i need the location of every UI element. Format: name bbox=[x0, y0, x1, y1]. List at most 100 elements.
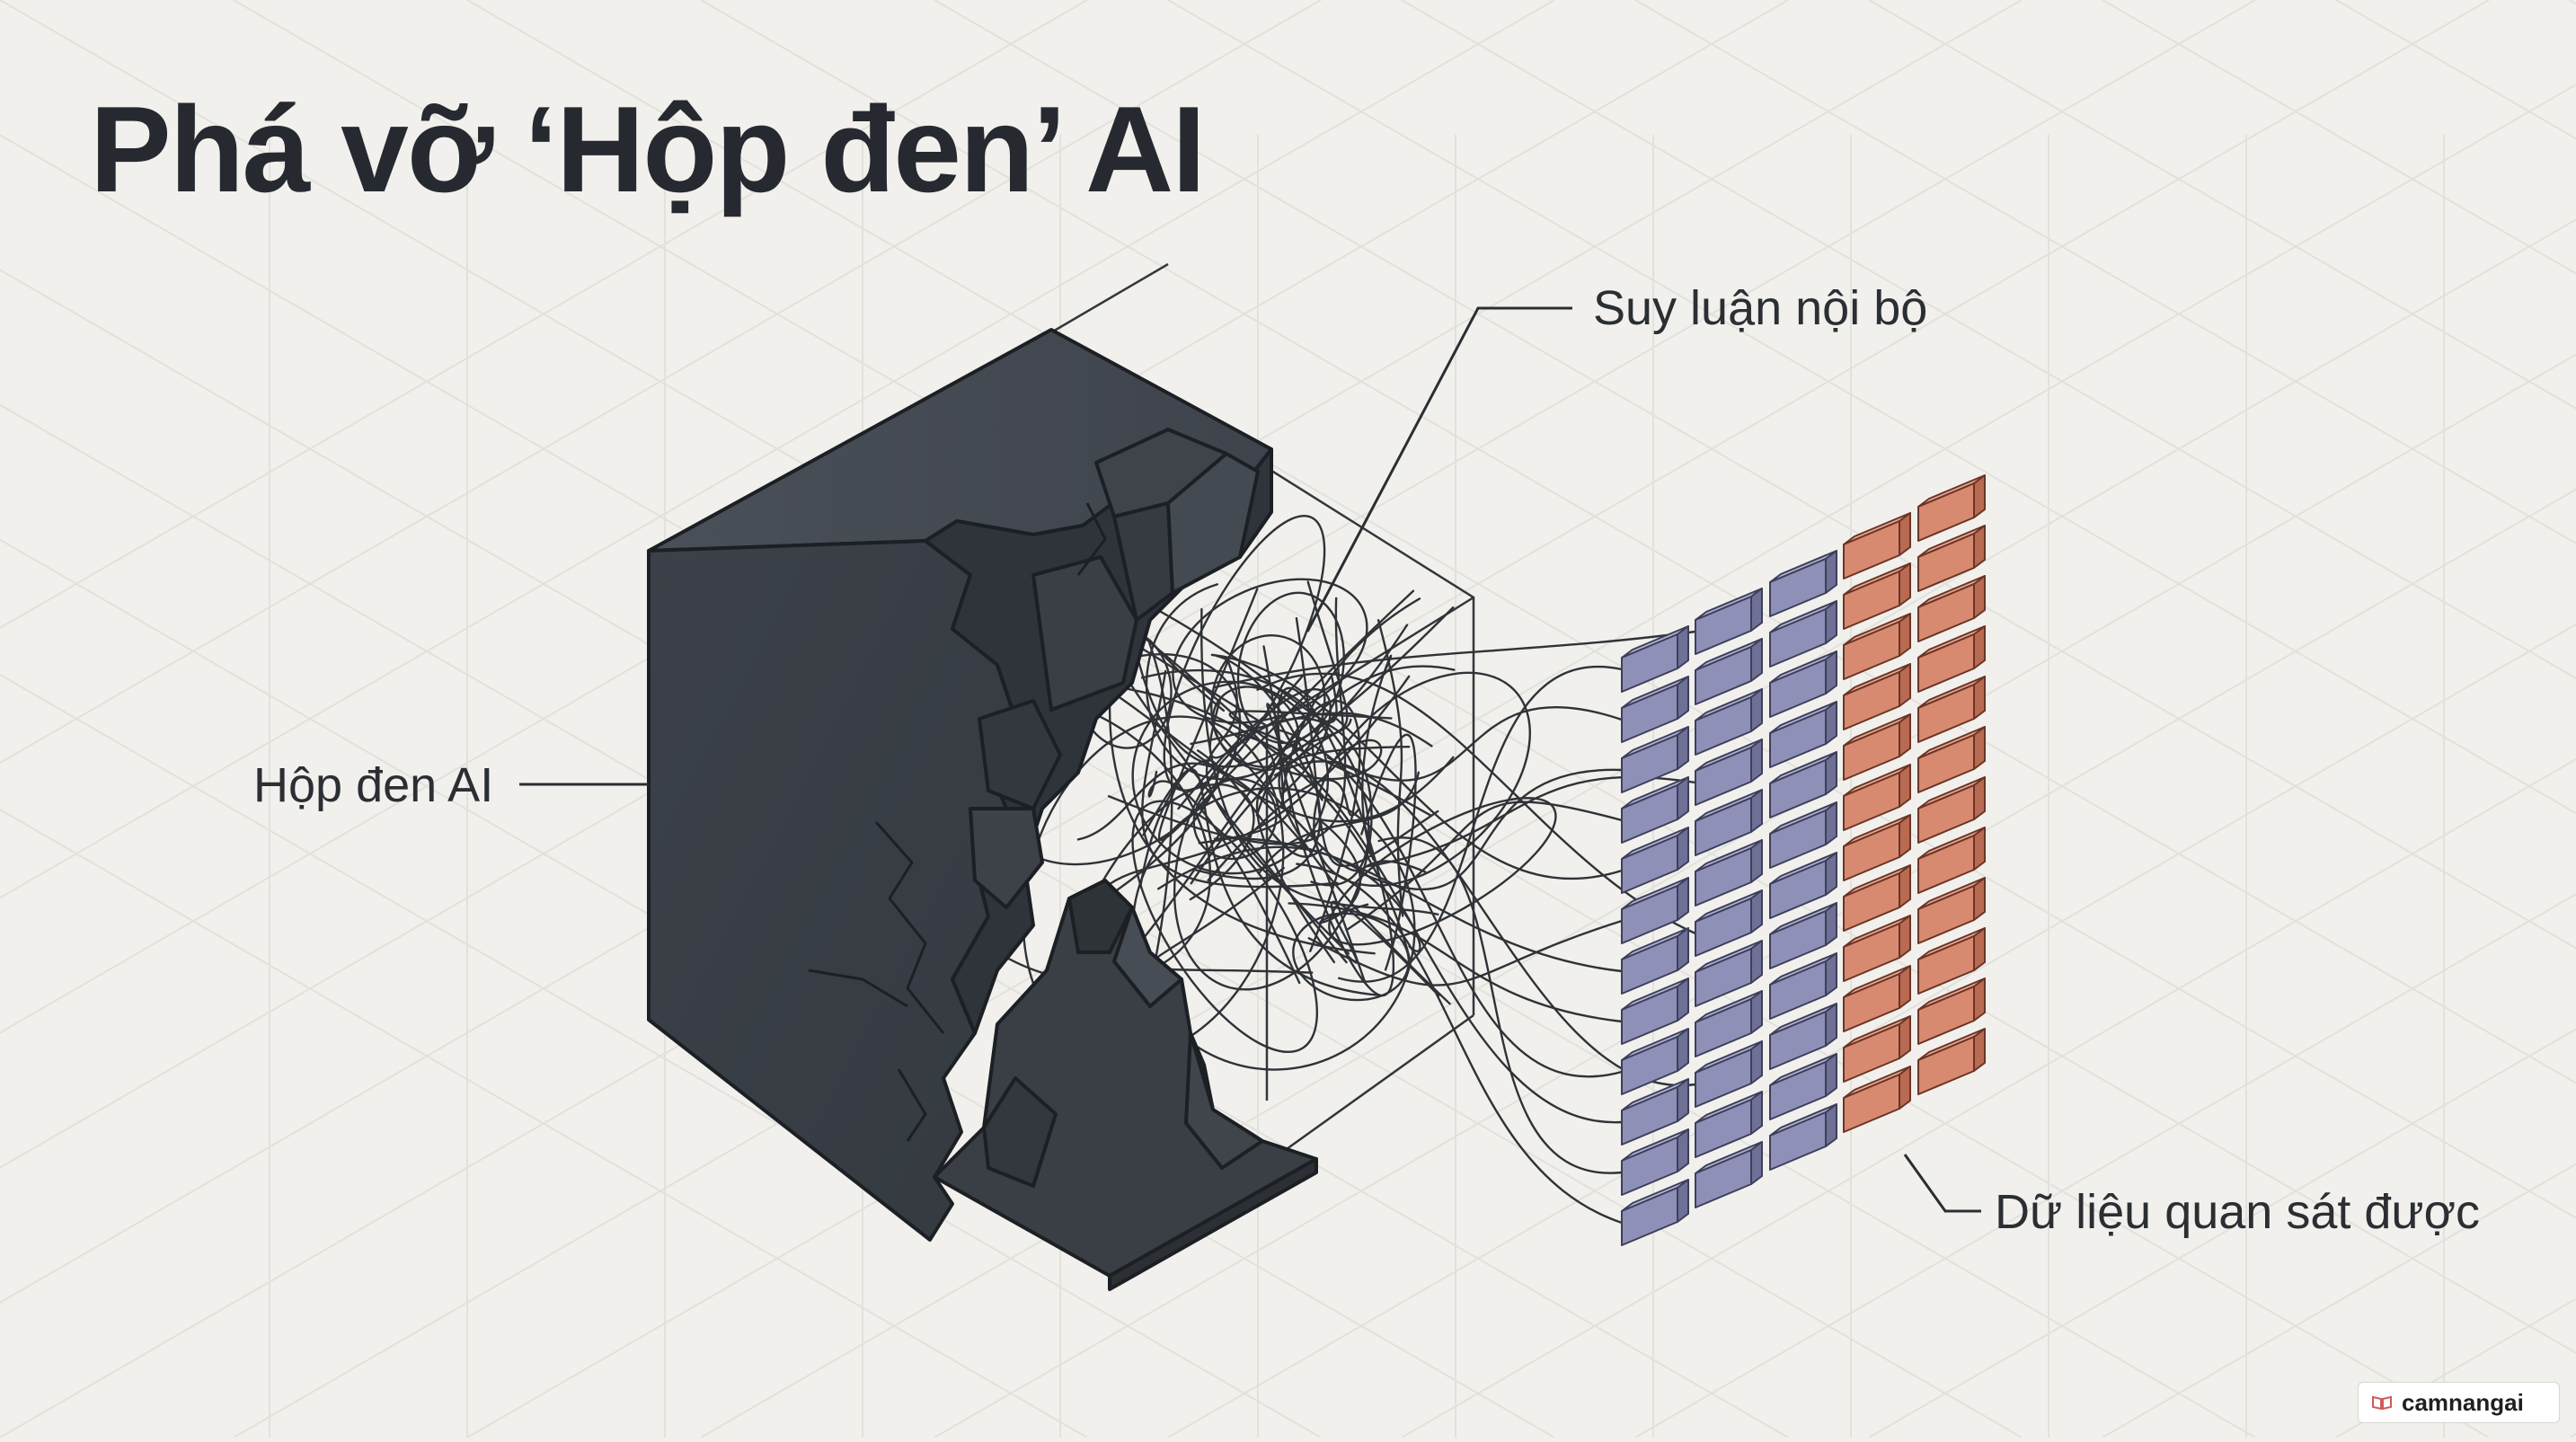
data-block bbox=[1695, 1141, 1763, 1208]
grid-line bbox=[2102, 0, 2576, 275]
data-block-side bbox=[1973, 474, 1986, 518]
data-block-side bbox=[1825, 902, 1837, 946]
data-block bbox=[1917, 676, 1986, 743]
tangle-wire bbox=[1147, 770, 1301, 985]
data-block-side bbox=[1973, 676, 1986, 720]
data-block-side bbox=[1750, 1141, 1763, 1185]
data-block bbox=[1843, 915, 1911, 982]
data-block bbox=[1769, 701, 1837, 768]
data-block bbox=[1917, 776, 1986, 844]
data-block-side bbox=[1899, 1015, 1911, 1059]
tangle-wire bbox=[1157, 845, 1421, 952]
data-block bbox=[1695, 688, 1763, 756]
data-block bbox=[1769, 1103, 1837, 1171]
label-observable-data: Dữ liệu quan sát được bbox=[1995, 1185, 2480, 1239]
data-block bbox=[1621, 827, 1689, 894]
data-block-side bbox=[1750, 688, 1763, 732]
data-block-side bbox=[1677, 1128, 1689, 1172]
data-block bbox=[1695, 889, 1763, 957]
data-block-side bbox=[1677, 877, 1689, 921]
data-block bbox=[1769, 1053, 1837, 1120]
data-block-side bbox=[1677, 978, 1689, 1022]
data-block bbox=[1621, 726, 1689, 793]
data-block-side bbox=[1899, 512, 1911, 556]
grid-line bbox=[0, 0, 1789, 1034]
data-block bbox=[1695, 1040, 1763, 1108]
data-block bbox=[1917, 877, 1986, 944]
book-icon bbox=[2371, 1394, 2393, 1411]
connection-wire bbox=[1213, 836, 1624, 973]
data-block-side bbox=[1899, 764, 1911, 808]
grid-line bbox=[1401, 0, 2576, 680]
grid-line bbox=[1868, 0, 2576, 410]
data-block-side bbox=[1750, 940, 1763, 984]
tangle-wire bbox=[1360, 733, 1417, 971]
data-block-side bbox=[1677, 726, 1689, 770]
data-block-side bbox=[1750, 638, 1763, 682]
tangle-loop bbox=[1236, 591, 1345, 745]
data-block-side bbox=[1825, 550, 1837, 594]
grid-line bbox=[0, 808, 1088, 1438]
data-block-side bbox=[1825, 1053, 1837, 1097]
data-block-side bbox=[1825, 1003, 1837, 1047]
data-block bbox=[1917, 474, 1986, 542]
tangle-wire bbox=[1207, 779, 1360, 881]
grid-line bbox=[0, 0, 1088, 630]
data-block-side bbox=[1825, 600, 1837, 644]
data-block-side bbox=[1973, 776, 1986, 820]
data-block bbox=[1917, 1028, 1986, 1095]
data-block bbox=[1917, 525, 1986, 592]
grid-line bbox=[2102, 1163, 2576, 1438]
data-block bbox=[1843, 965, 1911, 1032]
data-block-side bbox=[1750, 739, 1763, 783]
data-block-side bbox=[1973, 1028, 1986, 1072]
grid-line bbox=[0, 0, 2490, 1438]
data-block-side bbox=[1899, 663, 1911, 707]
data-block-side bbox=[1750, 1091, 1763, 1135]
data-block-side bbox=[1677, 1028, 1689, 1072]
data-block bbox=[1769, 801, 1837, 869]
tangle-wire bbox=[1377, 619, 1404, 917]
grid-line bbox=[1868, 1028, 2576, 1438]
data-block-side bbox=[1825, 852, 1837, 896]
data-block bbox=[1917, 575, 1986, 642]
data-block bbox=[1621, 1028, 1689, 1095]
connection-wire bbox=[1357, 768, 1624, 891]
data-block-side bbox=[1899, 713, 1911, 757]
connection-wire bbox=[1326, 705, 1624, 782]
data-block bbox=[1843, 562, 1911, 630]
data-block-side bbox=[1677, 625, 1689, 669]
connection-wire bbox=[1377, 836, 1624, 1174]
grid-line bbox=[2569, 0, 2576, 5]
data-block bbox=[1769, 650, 1837, 718]
data-block bbox=[1695, 839, 1763, 907]
data-block-side bbox=[1750, 889, 1763, 933]
data-block-side bbox=[1677, 676, 1689, 720]
data-block bbox=[1695, 739, 1763, 806]
data-block bbox=[1769, 550, 1837, 617]
label-leader-lines bbox=[519, 306, 1981, 1213]
data-block-side bbox=[1899, 814, 1911, 858]
data-block bbox=[1621, 927, 1689, 995]
observable-data-grid bbox=[1621, 474, 1986, 1246]
data-block-side bbox=[1677, 1179, 1689, 1223]
data-block-side bbox=[1825, 650, 1837, 694]
tangle-wire bbox=[1113, 665, 1456, 974]
data-block-side bbox=[1677, 1078, 1689, 1122]
tangle-wire bbox=[1142, 767, 1381, 996]
data-block bbox=[1917, 927, 1986, 995]
grid-line bbox=[1401, 757, 2576, 1438]
data-block-side bbox=[1973, 625, 1986, 669]
data-block bbox=[1695, 789, 1763, 856]
data-block-side bbox=[1973, 927, 1986, 971]
data-block-side bbox=[1973, 877, 1986, 921]
slide-title: Phá vỡ ‘Hộp đen’ AI bbox=[90, 81, 1206, 217]
black-box-cube bbox=[647, 328, 1318, 1291]
tangle-loop bbox=[1172, 578, 1368, 724]
data-block bbox=[1695, 1091, 1763, 1158]
watermark-badge[interactable]: camnangai bbox=[2358, 1382, 2560, 1423]
data-block-side bbox=[1750, 839, 1763, 883]
data-block bbox=[1769, 952, 1837, 1020]
tangle-wire bbox=[1270, 739, 1383, 781]
data-block bbox=[1843, 613, 1911, 680]
